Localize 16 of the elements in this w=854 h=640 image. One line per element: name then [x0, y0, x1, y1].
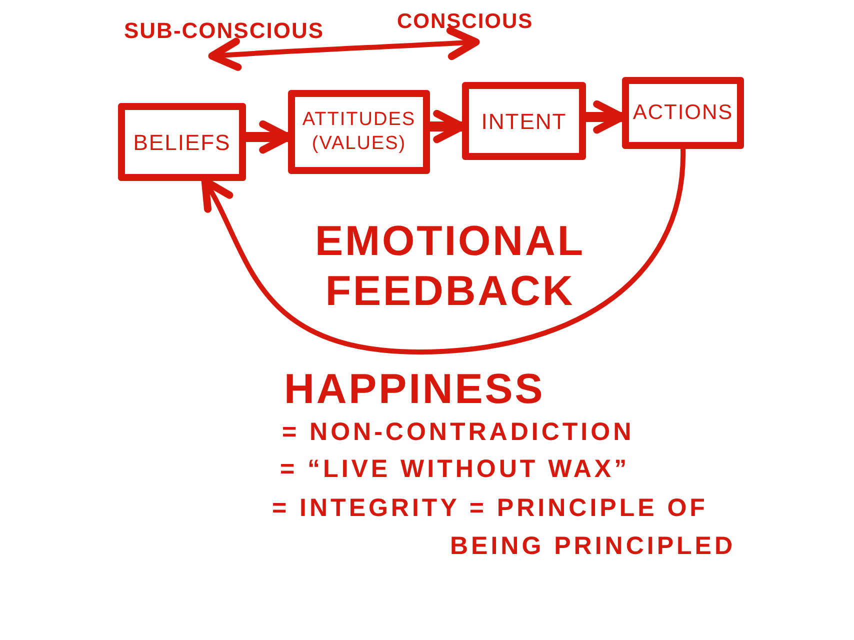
process-box	[118, 103, 246, 181]
spectrum-end-label: SUB-CONSCIOUS	[124, 17, 324, 45]
spectrum-end-label: CONSCIOUS	[397, 9, 534, 35]
edge-label: EMOTIONAL FEEDBACK	[314, 216, 586, 316]
box-label: INTENT	[480, 108, 568, 136]
box-label: ATTITUDES (VALUES)	[301, 108, 417, 156]
definition-text: = INTEGRITY = PRINCIPLE OF BEING PRINCIPLED	[272, 493, 737, 562]
definition-line: = “LIVE WITHOUT WAX”	[280, 454, 630, 485]
box-label: ACTIONS	[632, 100, 734, 126]
definition-line: = NON-CONTRADICTION	[282, 417, 634, 448]
heading-text: HAPPINESS	[284, 364, 545, 414]
box-label: BELIEFS	[132, 128, 232, 156]
process-box	[288, 90, 430, 174]
process-box	[622, 77, 744, 149]
curved-arrow	[201, 148, 686, 354]
process-box	[462, 82, 586, 160]
